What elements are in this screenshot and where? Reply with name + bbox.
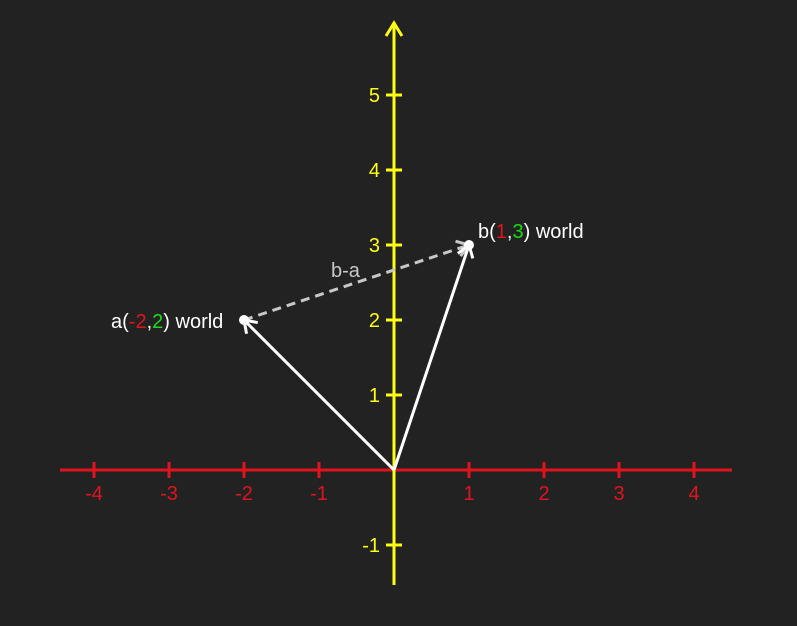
- x-tick-label: -1: [310, 483, 328, 505]
- y-tick-label: 3: [369, 235, 380, 257]
- diff-vector-line: [243, 243, 470, 322]
- point-b-space: world: [535, 221, 584, 243]
- x-tick-label: -2: [235, 483, 253, 505]
- x-tick-label: -4: [85, 483, 103, 505]
- y-tick-label: 5: [369, 85, 380, 107]
- point-b-x: 1: [496, 221, 507, 243]
- point-a-space: world: [175, 311, 224, 333]
- y-tick-label: 4: [369, 160, 380, 182]
- point-a-name: a: [111, 311, 123, 333]
- x-tick-label: -3: [160, 483, 178, 505]
- x-tick-label: 4: [688, 483, 699, 505]
- point-a-marker: [239, 315, 249, 325]
- y-tick-label: -1: [362, 535, 380, 557]
- y-tick-label: 1: [369, 385, 380, 407]
- point-b-label: b(1,3) world: [478, 221, 584, 243]
- x-tick-label: 1: [463, 483, 474, 505]
- diff-vector-label: b-a: [331, 260, 361, 282]
- point-a-x: -2: [129, 311, 147, 333]
- y-axis-arrowhead: [384, 20, 404, 37]
- vector-b-line: [392, 244, 471, 471]
- y-tick-label: 2: [369, 310, 380, 332]
- point-b-marker: [464, 240, 474, 250]
- x-tick-label: 2: [538, 483, 549, 505]
- vector-a-line: [242, 318, 396, 472]
- point-b-name: b: [478, 221, 489, 243]
- x-tick-label: 3: [613, 483, 624, 505]
- point-b-y: 3: [512, 221, 523, 243]
- point-a-label: a(-2,2) world: [111, 311, 223, 333]
- point-a-y: 2: [152, 311, 163, 333]
